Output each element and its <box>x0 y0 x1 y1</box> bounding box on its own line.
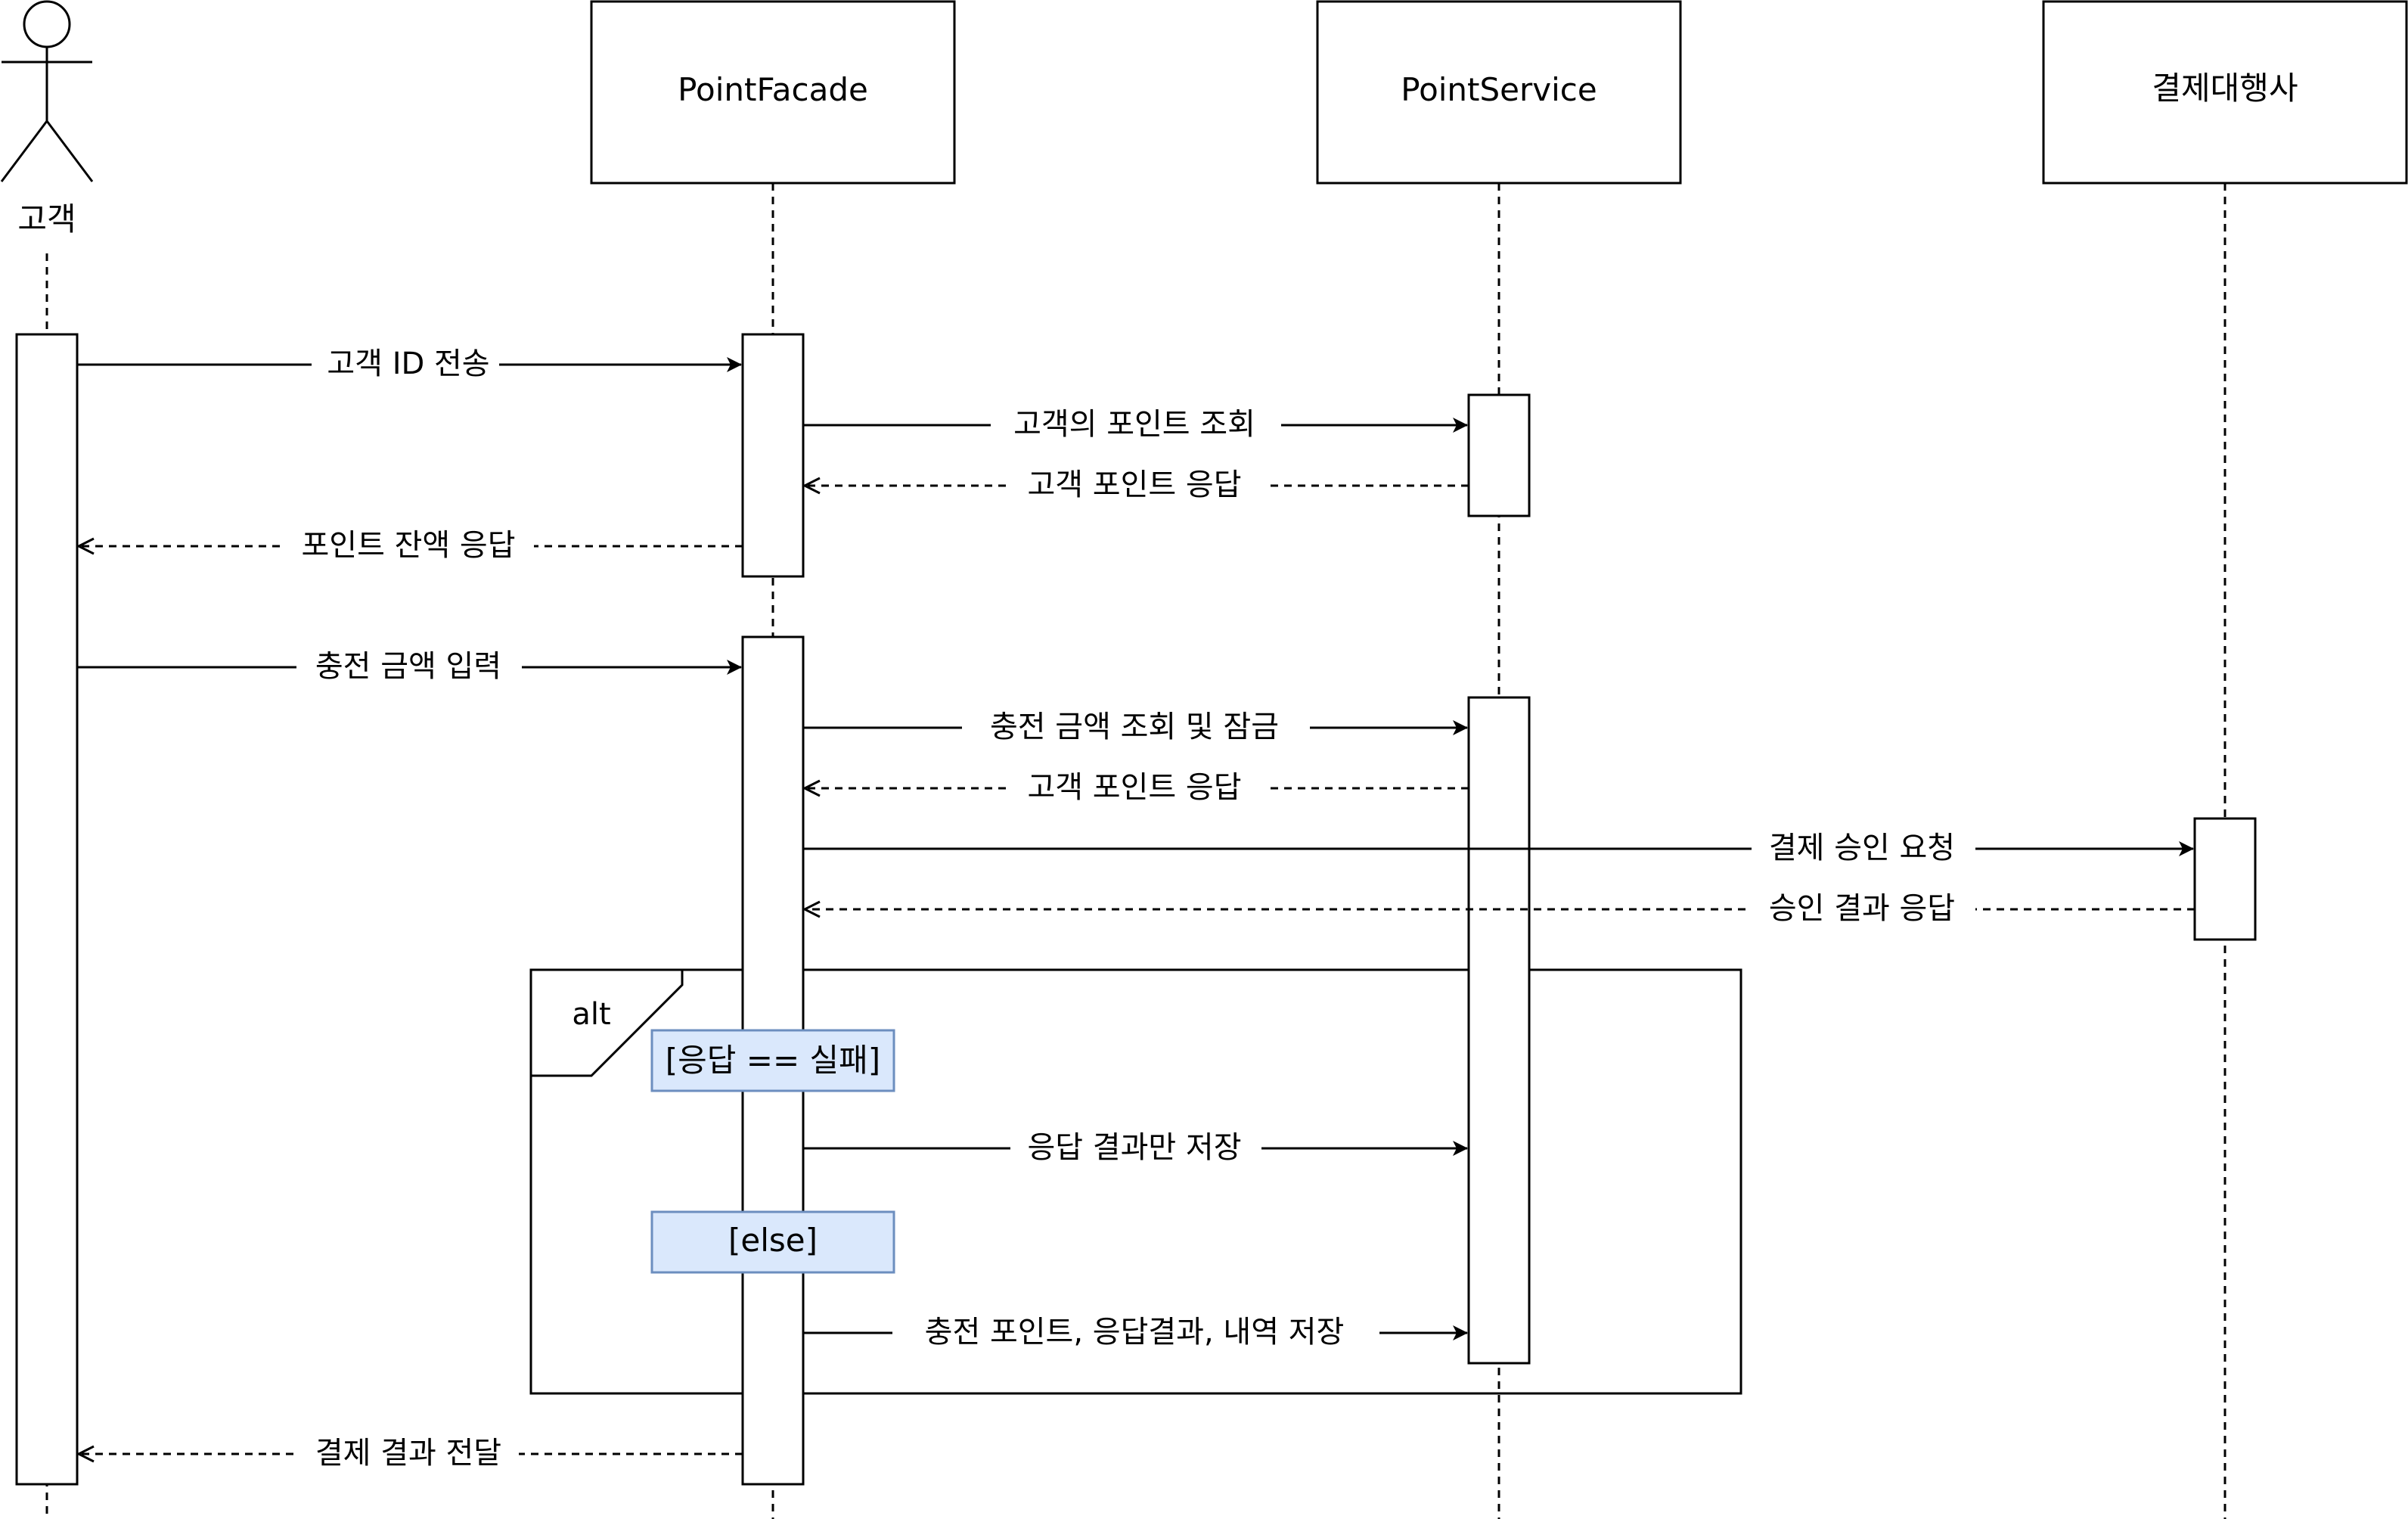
guard-box-failure <box>650 1029 895 1092</box>
activation-actor <box>15 333 79 1486</box>
alt-frame-tab <box>529 968 684 1077</box>
message-label: 충전 금액 조회 및 잠금 <box>990 710 1279 744</box>
message: 충전 금액 입력 <box>77 645 742 685</box>
message: 고객 포인트 응답 <box>805 463 1469 504</box>
message-label: 승인 결과 응답 <box>1769 891 1955 926</box>
participant-box-pg <box>2042 0 2408 185</box>
message: 고객 ID 전송 <box>77 342 742 383</box>
actor-figure-icon <box>0 0 94 182</box>
message-label: 결제 승인 요청 <box>1769 831 1955 865</box>
message: 충전 포인트, 응답결과, 내역 저장 <box>803 1310 1468 1351</box>
participant-box-facade <box>590 0 956 185</box>
activation-facade-1 <box>741 333 805 578</box>
message-label: 충전 금액 입력 <box>315 649 501 684</box>
message-label: 고객의 포인트 조회 <box>1013 407 1255 442</box>
message-label: 고객 ID 전송 <box>327 346 489 381</box>
message: 결제 승인 요청 <box>803 826 2194 867</box>
message: 응답 결과만 저장 <box>803 1126 1468 1166</box>
alt-frame: alt <box>529 968 1742 1395</box>
message: 고객의 포인트 조회 <box>803 402 1468 443</box>
message: 승인 결과 응답 <box>805 887 2195 927</box>
guard-label-else: [else] <box>728 1222 818 1259</box>
participant-label-pg: 결제대행사 <box>2152 70 2298 107</box>
guard-label-failure: [응답 == 실패] <box>666 1042 880 1079</box>
message-label: 고객 포인트 응답 <box>1027 468 1241 502</box>
message: 포인트 잔액 응답 <box>79 523 743 564</box>
participant-box-service <box>1316 0 1682 185</box>
guard-box-else <box>650 1210 895 1274</box>
message: 충전 금액 조회 및 잠금 <box>803 705 1468 746</box>
alt-frame-label: alt <box>572 997 610 1032</box>
participant-label-facade: PointFacade <box>678 71 868 108</box>
message: 고객 포인트 응답 <box>805 766 1469 806</box>
message-label: 응답 결과만 저장 <box>1027 1130 1241 1165</box>
message-label: 결제 결과 전달 <box>315 1436 501 1471</box>
message-label: 충전 포인트, 응답결과, 내역 저장 <box>925 1315 1345 1350</box>
participant-label-service: PointService <box>1401 71 1597 108</box>
activation-pg <box>2193 817 2257 941</box>
alt-frame-box <box>529 968 1742 1395</box>
message: 결제 결과 전달 <box>79 1431 743 1472</box>
activation-service-2 <box>1467 696 1531 1365</box>
activation-service-1 <box>1467 393 1531 517</box>
message-label: 포인트 잔액 응답 <box>301 528 515 563</box>
actor-label: 고객 <box>17 200 76 238</box>
message-label: 고객 포인트 응답 <box>1027 770 1241 805</box>
